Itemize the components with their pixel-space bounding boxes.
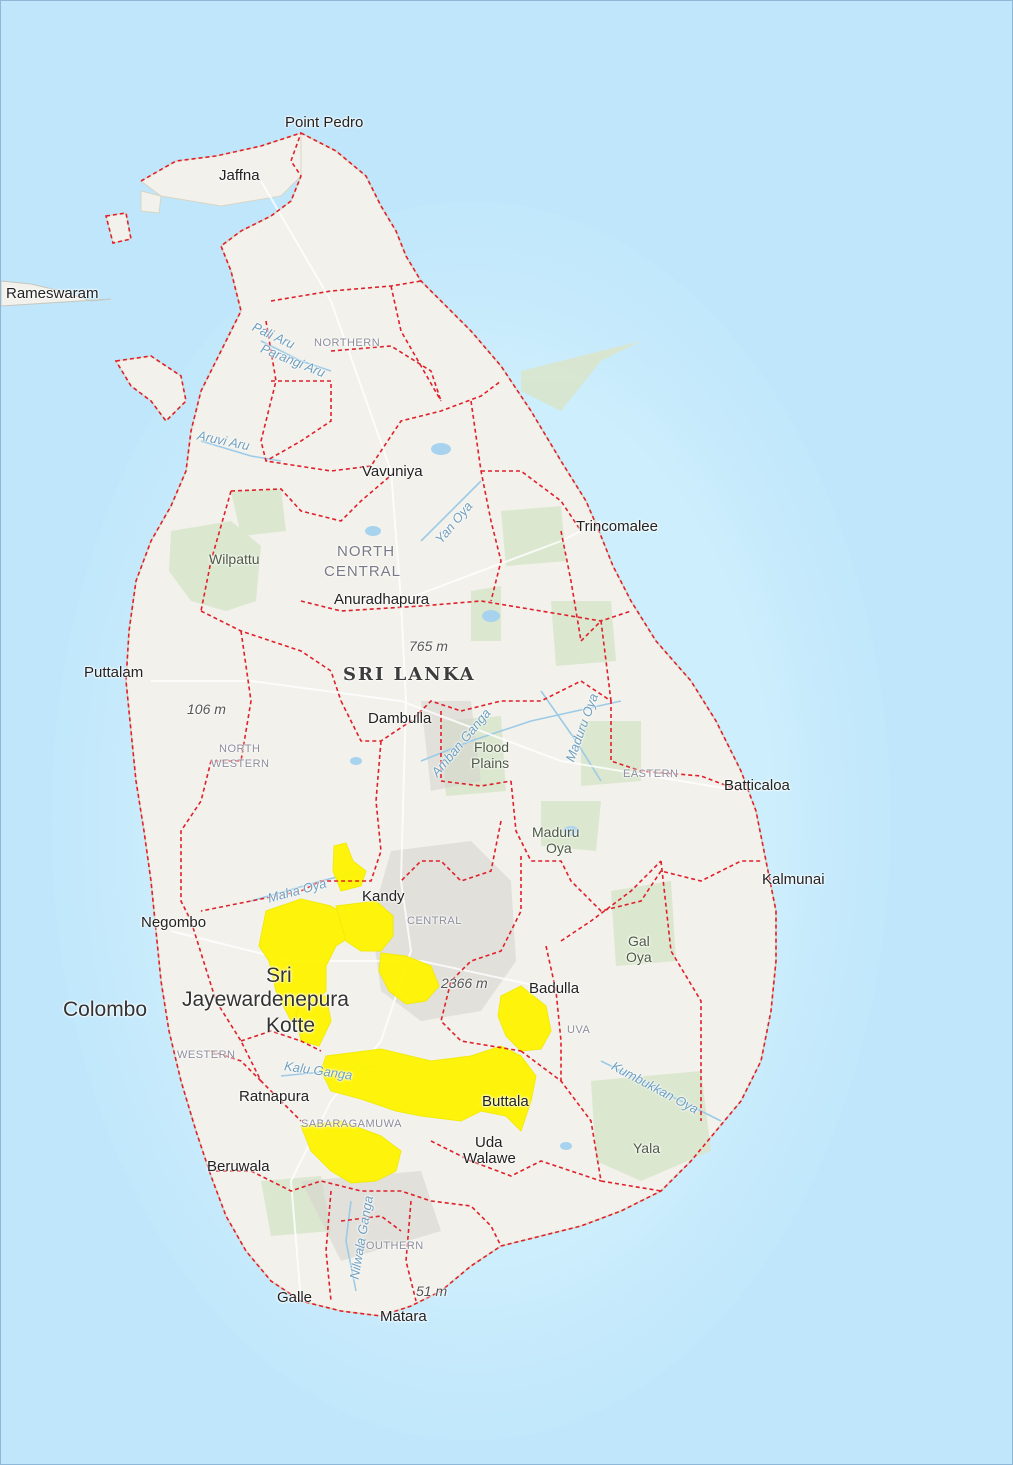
label-park-flood-plains-1: Flood bbox=[474, 739, 510, 755]
label-elevation-2366: 2366 m bbox=[441, 975, 488, 991]
label-anuradhapura: Anuradhapura bbox=[334, 591, 430, 608]
label-park-flood-plains-2: Plains bbox=[471, 755, 510, 771]
label-elevation-106: 106 m bbox=[187, 701, 226, 717]
label-country: SRI LANKA bbox=[343, 664, 476, 685]
label-vavuniya: Vavuniya bbox=[362, 463, 423, 480]
label-province-central: CENTRAL bbox=[407, 915, 462, 927]
label-province-sabaragamuwa: SABARAGAMUWA bbox=[301, 1118, 402, 1130]
label-elevation-51: 51 m bbox=[416, 1283, 448, 1299]
label-jaffna: Jaffna bbox=[219, 167, 260, 184]
label-province-north-central-1: NORTH bbox=[337, 543, 396, 560]
admin-boundaries bbox=[105, 131, 777, 1317]
label-park-maduru-oya-1: Maduru bbox=[532, 824, 580, 840]
label-province-uva: UVA bbox=[567, 1024, 591, 1036]
label-sri-kotte-line-1: Sri bbox=[266, 964, 292, 987]
label-sri-kotte-line-3: Kotte bbox=[266, 1014, 316, 1037]
label-park-maduru-oya-2: Oya bbox=[546, 840, 572, 856]
label-ratnapura: Ratnapura bbox=[239, 1088, 310, 1105]
label-colombo: Colombo bbox=[63, 998, 148, 1021]
label-dambulla: Dambulla bbox=[368, 710, 432, 727]
highlight-zones[interactable] bbox=[258, 842, 552, 1184]
label-uda-walawe-line-2: Walawe bbox=[463, 1150, 516, 1167]
label-province-western: WESTERN bbox=[177, 1049, 236, 1061]
label-puttalam: Puttalam bbox=[84, 664, 144, 681]
label-province-north-western-2: WESTERN bbox=[211, 758, 270, 770]
label-point-pedro: Point Pedro bbox=[285, 114, 364, 131]
label-badulla: Badulla bbox=[529, 980, 580, 997]
label-matara: Matara bbox=[380, 1308, 427, 1325]
label-province-north-central-2: CENTRAL bbox=[324, 563, 402, 580]
label-beruwala: Beruwala bbox=[207, 1158, 270, 1175]
forest-areas bbox=[169, 341, 711, 1236]
india-coast bbox=[1, 280, 112, 307]
label-province-north-western-1: NORTH bbox=[219, 743, 261, 755]
label-buttala: Buttala bbox=[482, 1093, 529, 1110]
label-batticaloa: Batticaloa bbox=[724, 777, 790, 794]
label-province-southern: SOUTHERN bbox=[358, 1240, 424, 1252]
label-elevation-765: 765 m bbox=[409, 638, 448, 654]
label-kalmunai: Kalmunai bbox=[762, 871, 825, 888]
label-park-gal-oya-1: Gal bbox=[628, 933, 650, 949]
label-park-wilpattu: Wilpattu bbox=[209, 551, 260, 567]
label-kandy: Kandy bbox=[362, 888, 405, 905]
label-uda-walawe-line-1: Uda bbox=[475, 1134, 503, 1151]
label-negombo: Negombo bbox=[141, 914, 207, 931]
label-galle: Galle bbox=[277, 1289, 313, 1306]
reservoirs bbox=[350, 443, 579, 1150]
label-province-northern: NORTHERN bbox=[314, 337, 381, 349]
label-rameswaram: Rameswaram bbox=[6, 285, 99, 302]
island-small-2 bbox=[140, 190, 162, 214]
label-trincomalee: Trincomalee bbox=[576, 518, 658, 535]
label-park-yala: Yala bbox=[633, 1140, 660, 1156]
label-province-eastern: EASTERN bbox=[623, 768, 679, 780]
label-sri-kotte-line-2: Jayewardenepura bbox=[182, 988, 349, 1011]
island-small-1 bbox=[105, 212, 132, 244]
label-park-gal-oya-2: Oya bbox=[626, 949, 652, 965]
